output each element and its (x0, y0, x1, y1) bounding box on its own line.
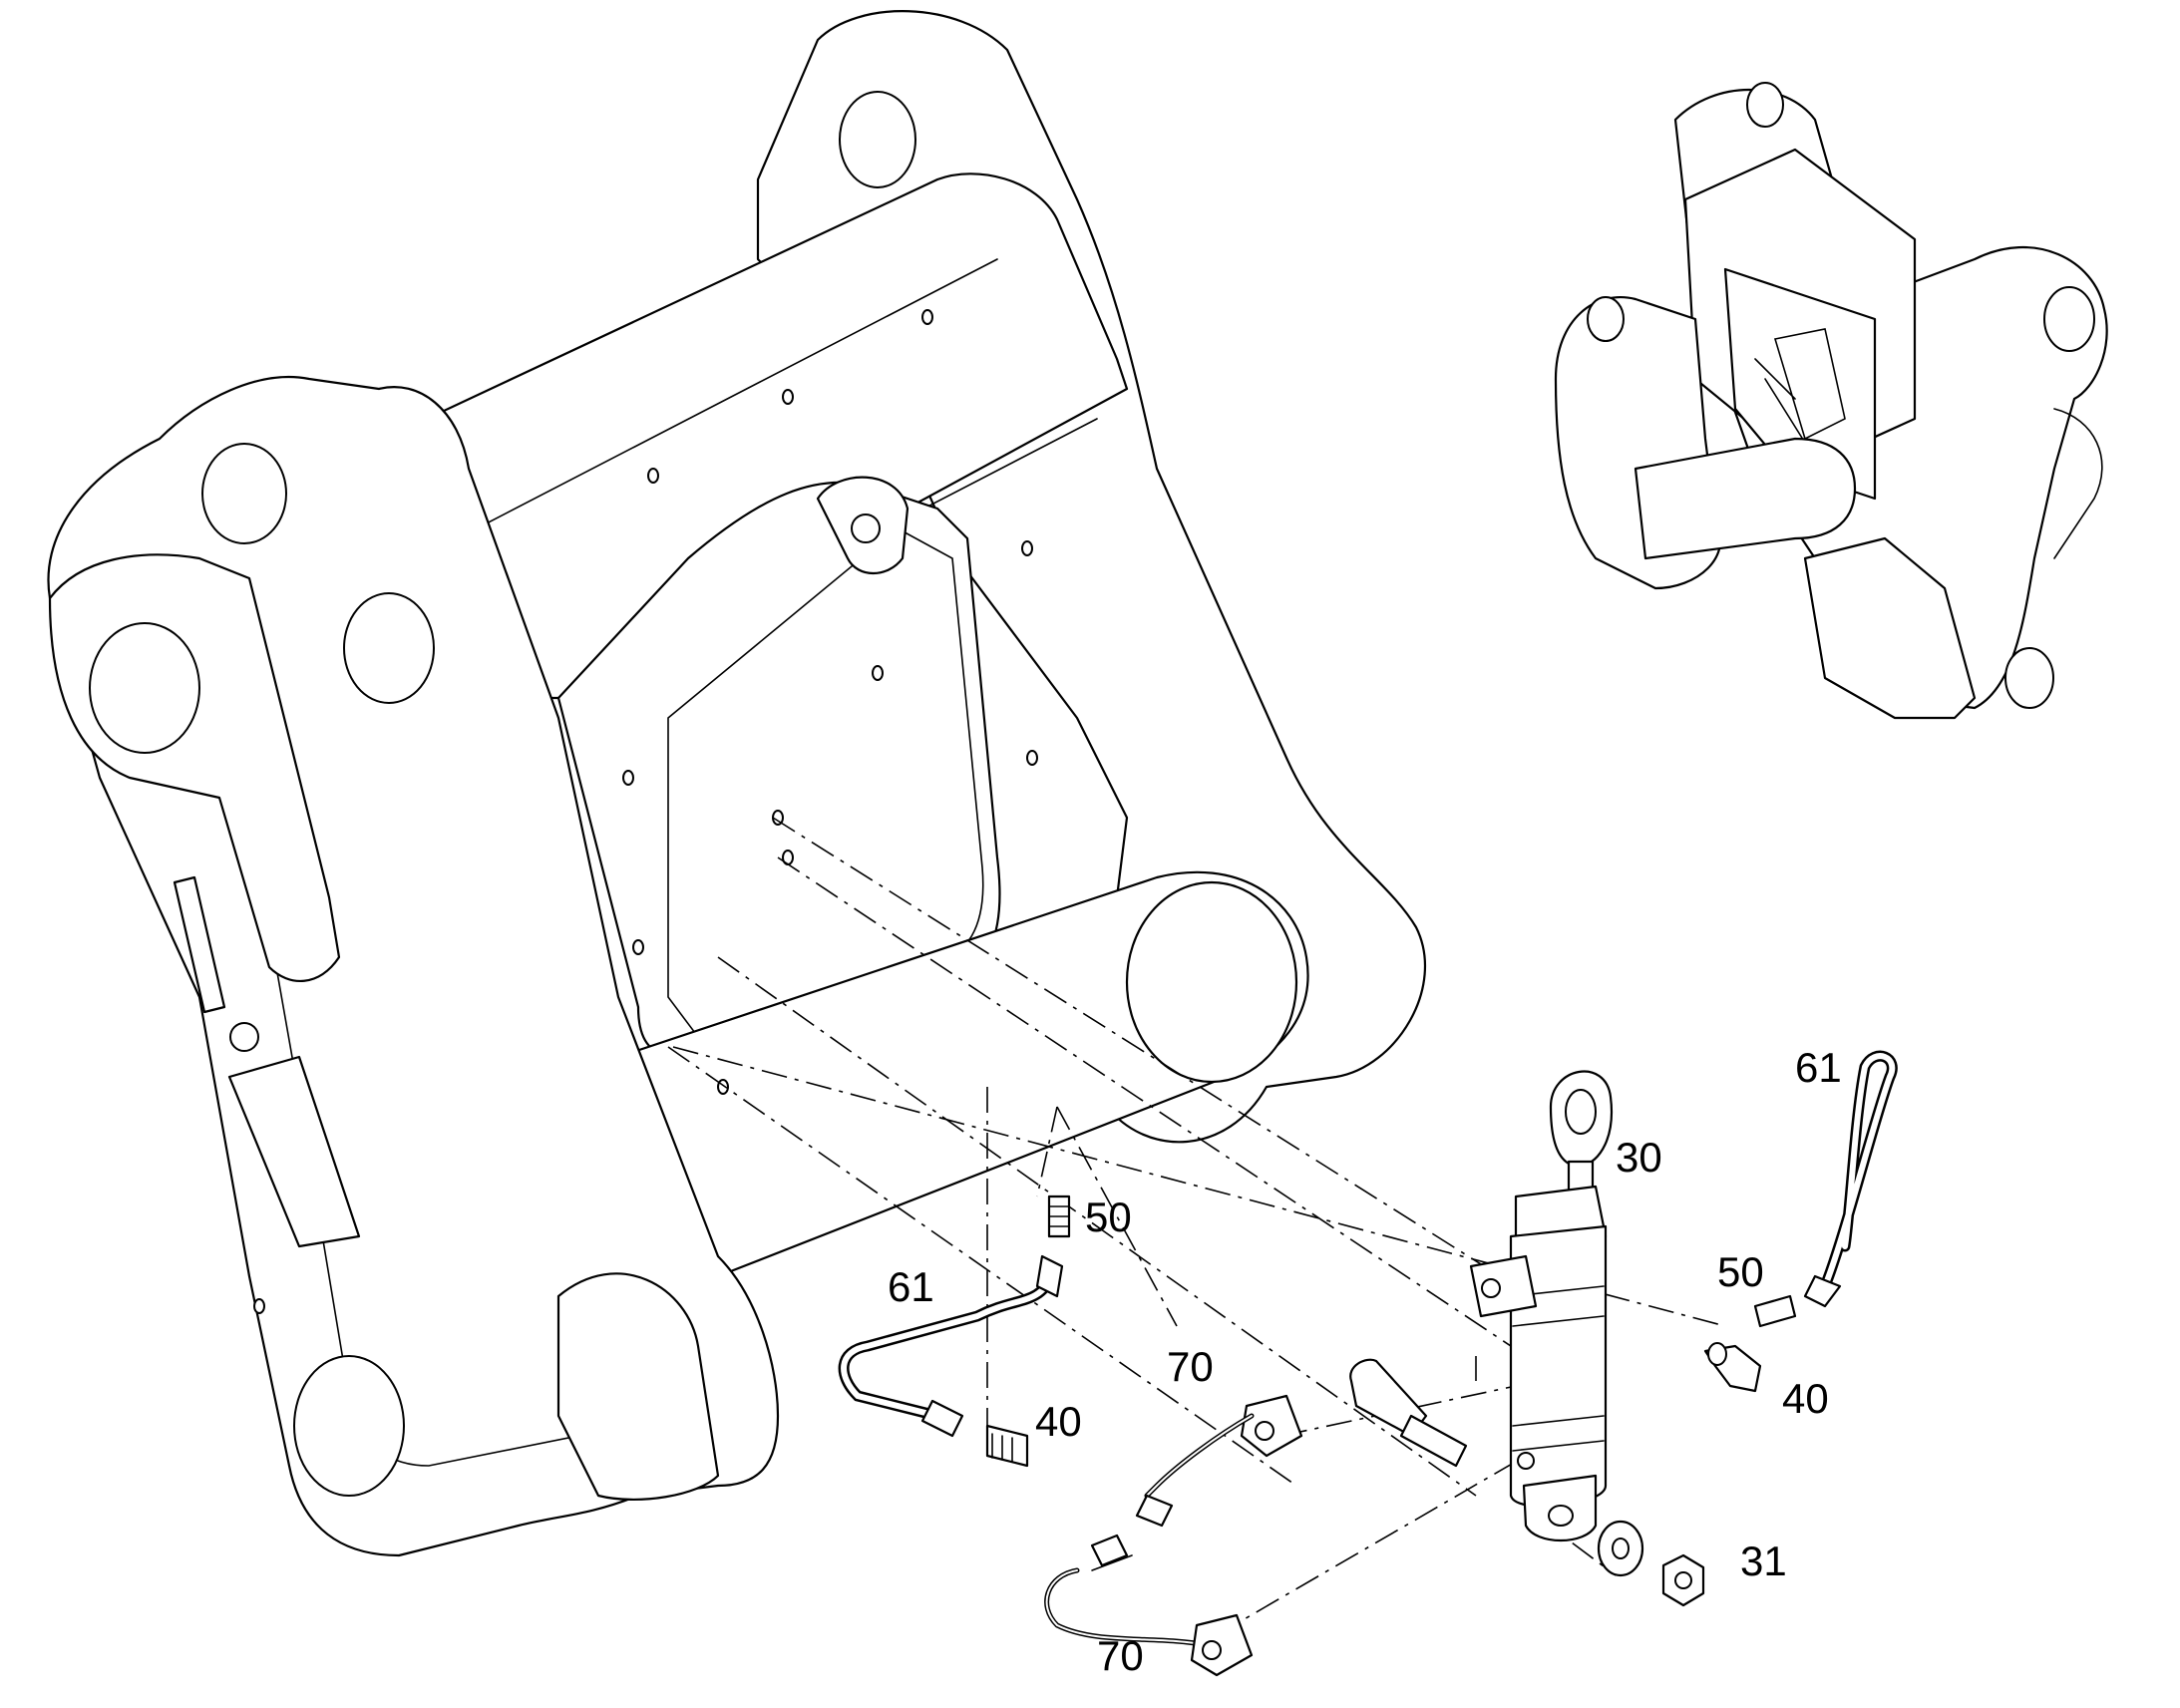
left-lower-stop (227, 1055, 361, 1248)
callout-70-bottom: 70 (1097, 1632, 1144, 1679)
mount-hole-left-upper (201, 443, 287, 544)
cylinder-rod-eye-hole (1565, 1089, 1597, 1135)
sensor-cable-bottom (1044, 1534, 1254, 1677)
bottom-tube-end (1125, 880, 1298, 1084)
callout-50-right: 50 (1717, 1248, 1764, 1295)
inset-bottom-tube (1634, 437, 1857, 560)
fitting-40-right (1703, 1342, 1762, 1393)
inset-assembled-view (1554, 82, 2108, 720)
inset-side-hose (2053, 408, 2103, 559)
left-linkage-rod (173, 875, 226, 1014)
inset-hole-left (1587, 296, 1625, 342)
latch-clevis-pin (851, 513, 881, 543)
mount-hole-bottom-left (293, 1355, 405, 1497)
inset-window (1723, 267, 1877, 501)
callout-40-right: 40 (1782, 1375, 1829, 1422)
inset-hole-right-top (2043, 286, 2095, 352)
callout-31-nut: 31 (1740, 1537, 1787, 1584)
mount-hole-left-mid (343, 592, 435, 704)
hose-left-end-upper (1035, 1254, 1064, 1298)
fitting-40-left (985, 1424, 1029, 1468)
cylinder-lower-port (1517, 1452, 1535, 1470)
fitting-50-left (1047, 1195, 1071, 1238)
hose-assembly-left (838, 1254, 1064, 1438)
mounting-pin (1349, 1358, 1468, 1468)
fitting-50-right (1753, 1294, 1797, 1328)
callout-30-cylinder: 30 (1616, 1134, 1662, 1181)
lock-nut (1661, 1553, 1705, 1607)
cylinder-port-hole (1481, 1278, 1501, 1298)
cylinder-barrel-bands (1512, 1285, 1605, 1452)
cylinder-base-hole (1548, 1505, 1574, 1527)
inset-front-plate (1803, 536, 1977, 720)
inset-hole-top (1746, 82, 1784, 128)
quick-coupler-frame (47, 10, 1427, 1557)
left-linkage-eye (229, 1022, 259, 1052)
hose-left-end-lower (920, 1399, 964, 1438)
frame-hook-lobe (556, 1272, 720, 1502)
hose-right-end (1803, 1274, 1842, 1308)
washer (1597, 1520, 1644, 1577)
callout-61-right: 61 (1795, 1044, 1842, 1091)
callout-70-top: 70 (1167, 1343, 1214, 1390)
callout-50-left: 50 (1085, 1194, 1132, 1240)
inset-hole-right-mid (2004, 647, 2054, 709)
hose-assembly-right (1803, 1050, 1898, 1308)
pivot-hole-lever (89, 622, 200, 754)
mount-hole-top-right (839, 91, 916, 188)
callout-40-left: 40 (1035, 1398, 1082, 1445)
sensor-cable-top (1135, 1394, 1303, 1528)
callout-61-left: 61 (888, 1263, 934, 1310)
cylinder-port-block (1469, 1254, 1538, 1318)
hydraulic-cylinder (1469, 1070, 1614, 1542)
